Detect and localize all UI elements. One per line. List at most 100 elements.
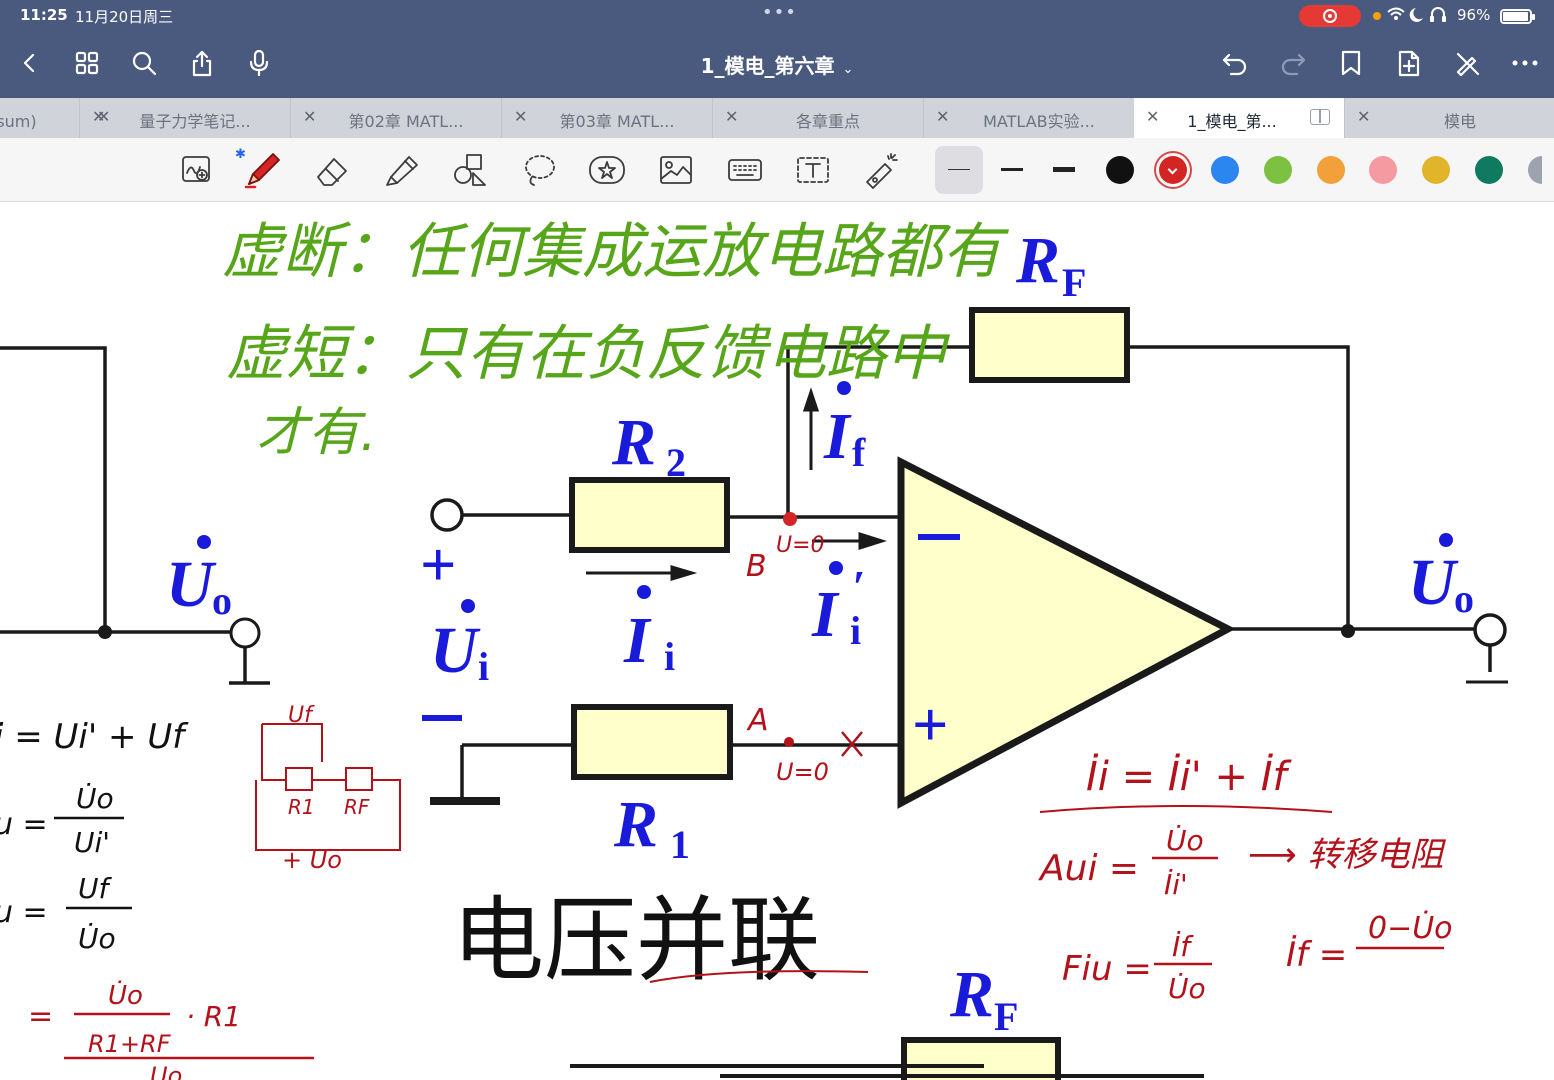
image-icon[interactable] bbox=[656, 150, 696, 190]
tab-7[interactable]: ✕ 模电 bbox=[1345, 98, 1554, 138]
color-black[interactable] bbox=[1106, 156, 1134, 184]
close-icon[interactable]: ✕ bbox=[936, 107, 950, 126]
note-black-au-num: U̇o bbox=[76, 782, 114, 815]
tab-2[interactable]: ✕ 第02章 MATL... bbox=[291, 98, 502, 138]
top-bar: 11:25 11月20日周三 ••• 96% bbox=[0, 0, 1554, 98]
sketch-r1: R1 bbox=[288, 795, 315, 819]
highlighter-icon[interactable] bbox=[382, 150, 422, 190]
thickness-medium[interactable] bbox=[1001, 168, 1023, 171]
lasso-icon[interactable] bbox=[519, 150, 559, 190]
battery-icon bbox=[1500, 9, 1535, 24]
tab-label: 学 (sum) bbox=[0, 112, 37, 131]
tab-label: 第02章 MATL... bbox=[348, 112, 464, 131]
color-orange[interactable] bbox=[1317, 156, 1345, 184]
shapes-icon[interactable] bbox=[450, 150, 490, 190]
thickness-thin-selected[interactable] bbox=[935, 146, 983, 194]
note-red-fiu-den: U̇o bbox=[1168, 972, 1206, 1005]
resistor-rf bbox=[969, 307, 1130, 383]
tab-label: 各章重点 bbox=[795, 112, 860, 131]
left-circuit-wires bbox=[0, 346, 270, 685]
sticker-icon[interactable] bbox=[587, 150, 627, 190]
resistor-r2 bbox=[569, 477, 730, 553]
chevron-down-icon[interactable]: ⌄ bbox=[842, 62, 854, 77]
tab-6-active[interactable]: ✕ 1_模电_第... bbox=[1134, 98, 1345, 138]
tab-5[interactable]: ✕ MATLAB实验... bbox=[924, 98, 1135, 138]
back-icon[interactable] bbox=[10, 44, 48, 82]
tab-label: 量子力学笔记... bbox=[139, 112, 251, 131]
terminal-input bbox=[430, 498, 464, 532]
note-black-line1: i = Ui' + Uf bbox=[0, 717, 189, 757]
bookmark-icon[interactable] bbox=[1332, 44, 1370, 82]
tab-label: 第03章 MATL... bbox=[559, 112, 675, 131]
sketch-uf: Uf bbox=[288, 703, 315, 728]
close-icon[interactable]: ✕ bbox=[514, 107, 528, 126]
add-page-icon[interactable] bbox=[1390, 44, 1428, 82]
text-tool-icon[interactable] bbox=[793, 150, 833, 190]
close-icon[interactable]: ✕ bbox=[303, 107, 317, 126]
current-arrows bbox=[586, 387, 887, 582]
pen-icon[interactable] bbox=[243, 150, 283, 190]
microphone-icon[interactable] bbox=[240, 44, 278, 82]
color-gray-partial[interactable] bbox=[1528, 156, 1542, 184]
share-icon[interactable] bbox=[183, 44, 221, 82]
battery-percent: 96% bbox=[1457, 6, 1491, 24]
color-yellow[interactable] bbox=[1422, 156, 1450, 184]
label-if: I bbox=[823, 400, 852, 473]
close-icon[interactable]: ✕ bbox=[1357, 107, 1371, 126]
multitask-dots-icon[interactable]: ••• bbox=[762, 2, 797, 23]
close-icon[interactable]: ✕ bbox=[725, 107, 739, 126]
color-dark-green[interactable] bbox=[1475, 156, 1503, 184]
search-icon[interactable] bbox=[125, 44, 163, 82]
screen-recording-indicator[interactable] bbox=[1299, 5, 1361, 27]
tab-4[interactable]: ✕ 各章重点 bbox=[713, 98, 924, 138]
color-green[interactable] bbox=[1264, 156, 1292, 184]
color-pink[interactable] bbox=[1369, 156, 1397, 184]
tab-0[interactable]: 学 (sum) ✕ bbox=[0, 98, 110, 138]
red-underline bbox=[1039, 805, 1333, 813]
split-view-icon[interactable] bbox=[1310, 109, 1330, 125]
circuit-diagram: R F R 2 R 1 I f I i I ′ i U i U o U o bbox=[0, 217, 1508, 1080]
color-red-selected[interactable] bbox=[1159, 156, 1187, 184]
close-icon[interactable]: ✕ bbox=[97, 107, 111, 126]
pen-off-icon[interactable] bbox=[1448, 44, 1486, 82]
laser-pointer-icon[interactable] bbox=[861, 150, 901, 190]
note-red-ii-eq: İi = İi' + İf bbox=[1086, 752, 1293, 800]
note-canvas[interactable]: R F R 2 R 1 I f I i I ′ i U i U o U o bbox=[0, 203, 1554, 1080]
wifi-moon-headphones-icons bbox=[1386, 5, 1454, 27]
thickness-thick[interactable] bbox=[1053, 167, 1075, 172]
color-blue[interactable] bbox=[1211, 156, 1239, 184]
grid-icon[interactable] bbox=[68, 44, 106, 82]
undo-icon[interactable] bbox=[1216, 44, 1254, 82]
label-rf-sub: F bbox=[1062, 260, 1086, 305]
op-amp-triangle bbox=[897, 456, 1236, 809]
note-green-line2: 虚短：只有在负反馈电路中 bbox=[226, 319, 951, 389]
document-title[interactable]: 1_模电_第六章⌄ bbox=[600, 50, 954, 79]
note-black-fu-num: Uf bbox=[78, 872, 112, 905]
keyboard-icon[interactable] bbox=[725, 150, 765, 190]
close-icon[interactable]: ✕ bbox=[92, 107, 106, 126]
bluetooth-icon: ✱ bbox=[235, 147, 246, 162]
more-icon[interactable] bbox=[1506, 44, 1544, 82]
label-uo-left-sub: o bbox=[212, 578, 232, 623]
label-r1: R bbox=[613, 788, 658, 861]
eraser-icon[interactable] bbox=[313, 150, 353, 190]
note-green-line3: 才有. bbox=[256, 403, 377, 463]
label-uo-right-sub: o bbox=[1454, 576, 1474, 621]
note-red-eq-den: R1+RF bbox=[88, 1030, 172, 1058]
label-plus-opamp: + bbox=[912, 689, 948, 760]
dot-accent bbox=[1439, 533, 1453, 547]
lasso-zoom-icon[interactable] bbox=[177, 150, 217, 190]
close-icon[interactable]: ✕ bbox=[1146, 107, 1160, 126]
thickness-thin[interactable] bbox=[948, 169, 970, 170]
tab-strip: 学 (sum) ✕ ✕ 量子力学笔记... ✕ 第02章 MATL... ✕ 第… bbox=[0, 98, 1554, 138]
tab-3[interactable]: ✕ 第03章 MATL... bbox=[502, 98, 713, 138]
redo-icon[interactable] bbox=[1274, 44, 1312, 82]
node-b-dot bbox=[783, 512, 797, 526]
note-red-cross bbox=[841, 731, 863, 757]
label-uo-left: U bbox=[166, 548, 217, 621]
junction-dot bbox=[1341, 624, 1355, 638]
tab-1[interactable]: ✕ 量子力学笔记... bbox=[80, 98, 291, 138]
note-red-u0-bottom: U=0 bbox=[776, 758, 829, 786]
note-green-line1: 虚断：任何集成运放电路都有 bbox=[222, 217, 1009, 287]
